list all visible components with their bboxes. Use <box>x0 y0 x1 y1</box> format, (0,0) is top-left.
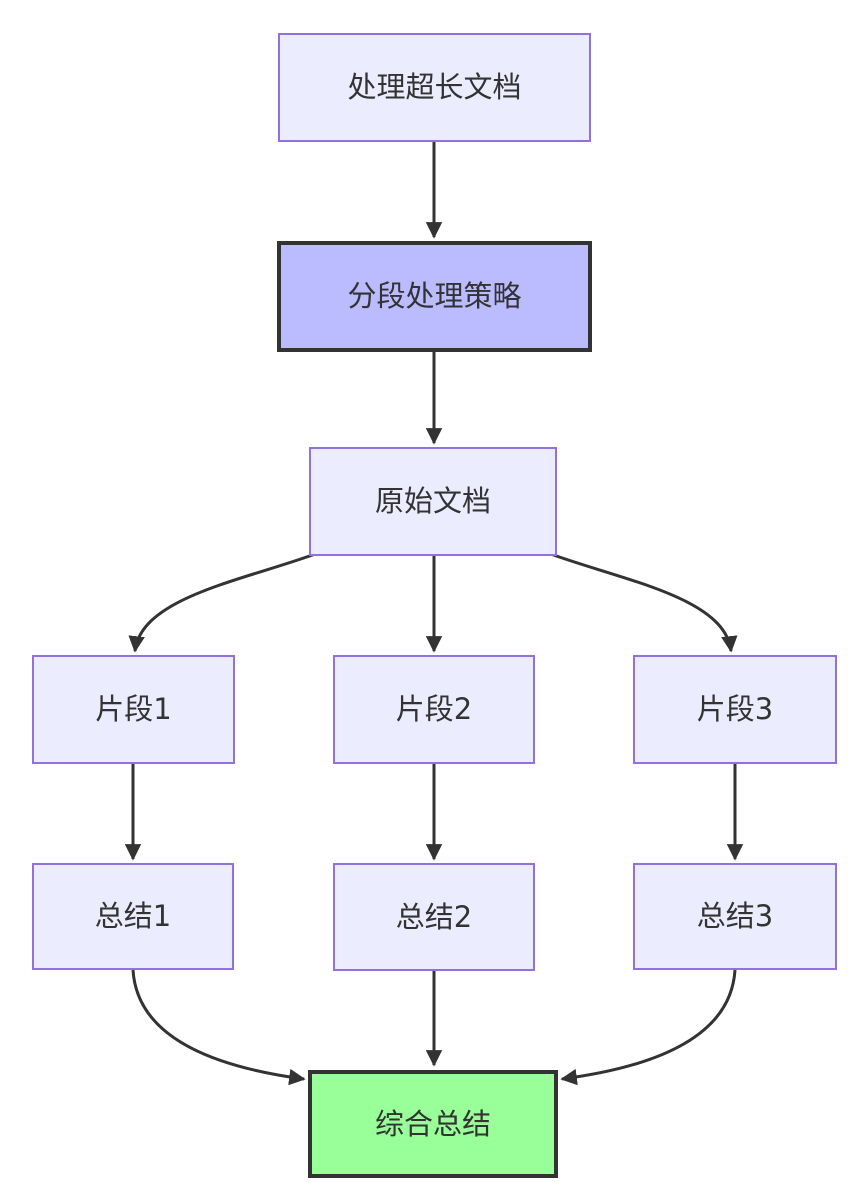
node-summary-1: 总结1 <box>32 863 234 970</box>
node-final-summary: 综合总结 <box>308 1070 558 1178</box>
node-segmentation-strategy: 分段处理策略 <box>277 241 592 352</box>
node-label: 片段2 <box>395 692 473 727</box>
node-label: 原始文档 <box>374 484 491 519</box>
node-label: 总结3 <box>696 899 774 934</box>
node-label: 片段1 <box>95 692 172 727</box>
node-fragment-2: 片段2 <box>333 655 535 764</box>
node-original-document: 原始文档 <box>309 447 557 556</box>
node-summary-3: 总结3 <box>633 863 837 970</box>
node-fragment-3: 片段3 <box>633 655 837 764</box>
edge-C-D1 <box>128 551 319 653</box>
node-label: 总结1 <box>94 899 172 934</box>
node-label: 综合总结 <box>374 1106 491 1141</box>
node-label: 处理超长文档 <box>347 70 522 105</box>
node-label: 总结2 <box>395 899 473 934</box>
node-fragment-1: 片段1 <box>32 655 235 764</box>
edge-C-D3 <box>547 551 738 653</box>
edge-E1-F <box>131 969 306 1086</box>
node-summary-2: 总结2 <box>333 863 535 971</box>
node-process-long-document: 处理超长文档 <box>278 33 591 142</box>
edge-E3-F <box>560 969 737 1086</box>
node-label: 分段处理策略 <box>347 279 522 314</box>
node-label: 片段3 <box>696 692 774 727</box>
